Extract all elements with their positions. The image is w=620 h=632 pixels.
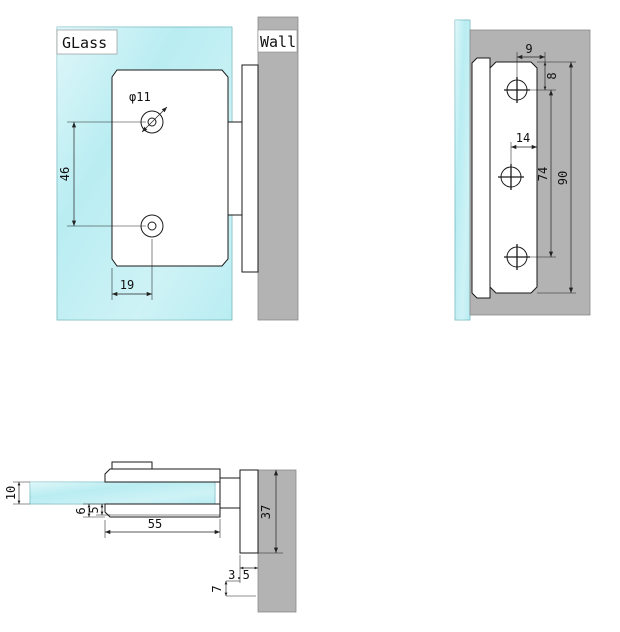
glass-label: GLass [62,34,107,52]
dim-clamp-length: 55 [148,517,162,531]
dim-edge-to-screw: 19 [120,278,134,292]
dim-mid-offset: 14 [516,131,530,145]
dim-clamp-inner: 5 [87,506,101,513]
dim-clamp-outer: 6 [74,507,88,514]
dim-edge-offset: 7 [210,585,224,592]
clamp-edge-profile [471,57,491,299]
hinge-arm-plan [219,477,241,509]
glass-plan-reflection [30,482,215,504]
dim-screw-to-edge: 9 [525,42,532,56]
clamp-plate-top-plan [104,468,221,483]
dim-hole-diameter: φ11 [129,90,151,104]
dim-top-margin: 8 [545,72,559,79]
dim-screw-span: 74 [536,167,550,181]
wall-plate-plan [239,469,259,554]
side-view: 9 8 14 74 90 [454,19,591,321]
dim-plate-height: 90 [556,171,570,185]
plan-view: 10 6 5 55 37 3.5 7 [4,461,297,613]
wall-label-box [257,29,298,53]
glass-edge-reflection [455,20,470,320]
wall-label: Wall [260,33,296,51]
screw-hole-bottom-center [147,221,157,231]
wall-mount-plate-edge [241,64,259,273]
front-view: GLass Wall φ11 46 19 [56,16,299,321]
dim-wall-return: 37 [259,505,273,519]
glass-label-box [56,29,118,55]
wall-section [257,16,299,321]
clamp-plate-bottom-plan [104,503,221,518]
dim-plate-gap: 3.5 [228,568,250,582]
pivot-boss-plan [111,461,153,470]
dim-screw-spacing: 46 [58,167,72,181]
dim-glass-thickness: 10 [4,486,18,500]
diameter-leader-line [141,106,168,133]
wall-plan [257,469,297,613]
